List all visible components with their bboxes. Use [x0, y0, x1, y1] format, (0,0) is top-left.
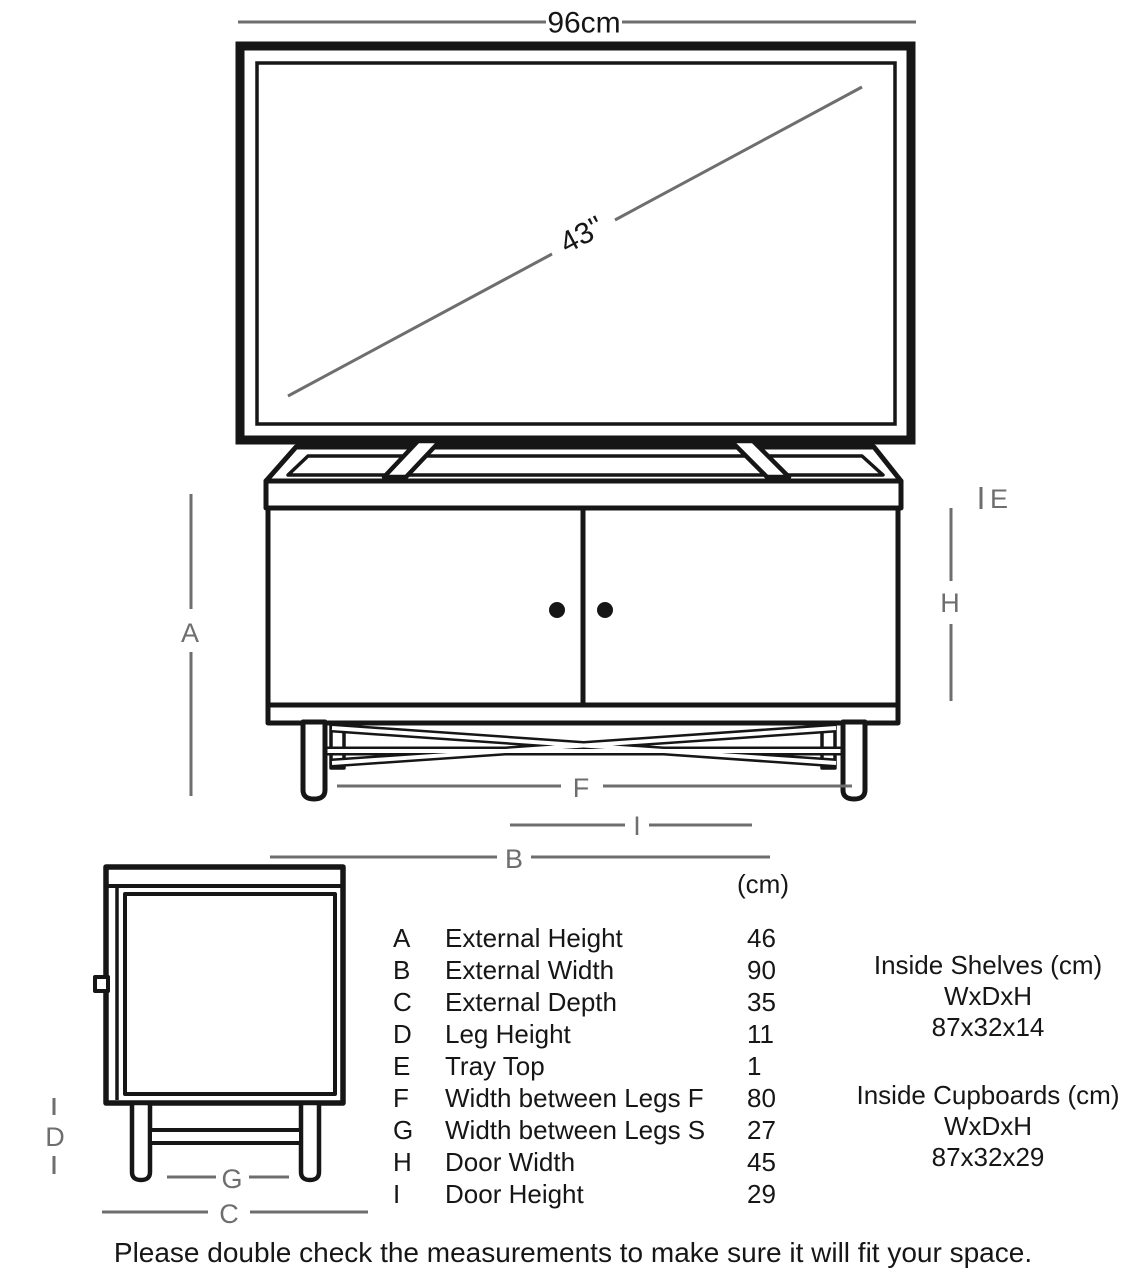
- dim-label-h: H: [940, 588, 960, 618]
- side-body: [103, 864, 346, 1106]
- row-key: F: [393, 1083, 409, 1113]
- inside-shelves-block: Inside Shelves (cm) WxDxH 87x32x14: [828, 950, 1146, 1043]
- row-key: E: [393, 1051, 411, 1081]
- back-leg-left: [329, 721, 346, 770]
- front-leg-left: [300, 719, 328, 802]
- side-leg-right: [298, 1100, 322, 1183]
- dim-label-g: G: [221, 1164, 242, 1194]
- side-leg-stretcher: [148, 1128, 303, 1145]
- row-label: Width between Legs S: [445, 1115, 706, 1145]
- row-key: C: [393, 987, 412, 1017]
- row-label: Tray Top: [445, 1051, 545, 1081]
- inside-shelves-dims: 87x32x14: [931, 1012, 1045, 1042]
- tray-front-edge: [263, 478, 904, 511]
- back-leg-right: [820, 721, 837, 770]
- table-row: H Door Width 45: [393, 1146, 813, 1178]
- dim-label-i: I: [633, 811, 641, 841]
- dim-label-f: F: [573, 773, 590, 803]
- row-value: 11: [747, 1019, 774, 1049]
- door-knob-right: [597, 602, 613, 618]
- inside-shelves-dims-label: WxDxH: [943, 981, 1033, 1011]
- row-key: G: [393, 1115, 414, 1145]
- cabinet-side-view: [93, 864, 346, 1183]
- dim-label-d: D: [45, 1122, 65, 1152]
- row-label: Leg Height: [445, 1019, 571, 1049]
- row-value: 35: [747, 987, 776, 1017]
- dimension-lines: [52, 487, 983, 1214]
- side-door-panel: [123, 892, 337, 1096]
- dim-label-b: B: [505, 844, 523, 874]
- row-value: 1: [747, 1051, 762, 1081]
- inside-shelves-title: Inside Shelves (cm): [873, 950, 1103, 980]
- row-key: A: [393, 923, 411, 953]
- row-value: 29: [747, 1179, 776, 1209]
- dim-label-c: C: [219, 1199, 239, 1229]
- side-door-handle: [93, 975, 110, 993]
- table-unit-header: (cm): [737, 869, 789, 899]
- table-row: D Leg Height 11: [393, 1018, 813, 1050]
- inside-cupboards-block: Inside Cupboards (cm) WxDxH 87x32x29: [828, 1080, 1146, 1173]
- tv-feet: [381, 438, 792, 480]
- inside-cupboards-dims-label: WxDxH: [943, 1111, 1033, 1141]
- side-leg-left: [129, 1100, 153, 1183]
- row-label: Door Width: [445, 1147, 576, 1177]
- row-key: H: [393, 1147, 412, 1177]
- dim-label-e: E: [990, 484, 1008, 514]
- leg-cross-braces: [327, 723, 841, 768]
- footer-note: Please double check the measurements to …: [113, 1237, 1033, 1268]
- row-key: D: [393, 1019, 412, 1049]
- tv-width-label: 96cm: [547, 7, 620, 40]
- row-key: I: [393, 1179, 401, 1209]
- row-value: 27: [747, 1115, 776, 1145]
- table-row: A External Height 46: [393, 922, 813, 954]
- inside-cupboards-title: Inside Cupboards (cm): [856, 1080, 1120, 1110]
- table-row: G Width between Legs S 27: [393, 1114, 813, 1146]
- table-row: B External Width 90: [393, 954, 813, 986]
- row-label: External Height: [445, 923, 623, 953]
- row-key: B: [393, 955, 411, 985]
- row-label: Width between Legs F: [445, 1083, 704, 1113]
- inside-cupboards-dims: 87x32x29: [931, 1142, 1045, 1172]
- tv-foot-left: [381, 438, 443, 480]
- row-label: External Depth: [445, 987, 617, 1017]
- tv-foot-right: [728, 438, 792, 480]
- row-value: 90: [747, 955, 776, 985]
- table-row: I Door Height 29: [393, 1178, 813, 1210]
- row-value: 45: [747, 1147, 776, 1177]
- row-value: 80: [747, 1083, 776, 1113]
- table-row: E Tray Top 1: [393, 1050, 813, 1082]
- row-label: Door Height: [445, 1179, 584, 1209]
- table-row: C External Depth 35: [393, 986, 813, 1018]
- cabinet-plinth: [265, 702, 901, 726]
- tv-inner-frame: [255, 61, 897, 426]
- tv-bezel: [235, 41, 916, 445]
- door-knob-left: [549, 602, 565, 618]
- cabinet-front-view: [263, 444, 904, 802]
- measurements-table: (cm) A External Height 46 B External Wid…: [393, 868, 813, 1210]
- row-value: 46: [747, 923, 776, 953]
- tv-diagonal-line: [287, 85, 863, 398]
- tray-top-inner-line: [286, 454, 885, 477]
- tv: 43'': [235, 41, 916, 445]
- row-label: External Width: [445, 955, 615, 985]
- front-leg-right: [840, 719, 868, 802]
- table-row: F Width between Legs F 80: [393, 1082, 813, 1114]
- dim-label-a: A: [181, 618, 199, 648]
